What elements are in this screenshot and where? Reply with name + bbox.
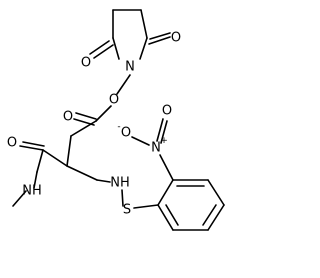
- sulfenamide-linkage: [121, 189, 159, 209]
- charge-minus-nitro: -: [117, 122, 120, 132]
- atom-o-amide: O: [7, 136, 17, 151]
- ester-linkage: [70, 74, 131, 137]
- backbone: [12, 135, 111, 207]
- atom-o-ester-link: O: [109, 93, 119, 108]
- charge-plus-nitro: +: [160, 136, 168, 146]
- atom-o-nitro-top: O: [162, 104, 172, 119]
- succinimide-ring: [89, 9, 171, 60]
- atom-nh-amine: NH: [110, 176, 130, 191]
- atom-n-succinimide: N: [125, 60, 135, 75]
- atom-o-succinimide-left: O: [81, 56, 91, 71]
- atom-o-nitro-left: O: [121, 126, 131, 141]
- atom-o-ester-carbonyl: O: [63, 110, 73, 125]
- atom-s-sulfenyl: S: [123, 203, 131, 218]
- atom-n-nitro: N: [151, 141, 161, 156]
- chemical-structure: O O N O O O NH S NH N + O O -: [7, 9, 225, 231]
- atom-nh-methylamide: NH: [22, 184, 42, 199]
- nitro-group: [131, 118, 174, 181]
- atom-o-succinimide-top: O: [171, 31, 181, 46]
- benzene-ring: [157, 179, 225, 231]
